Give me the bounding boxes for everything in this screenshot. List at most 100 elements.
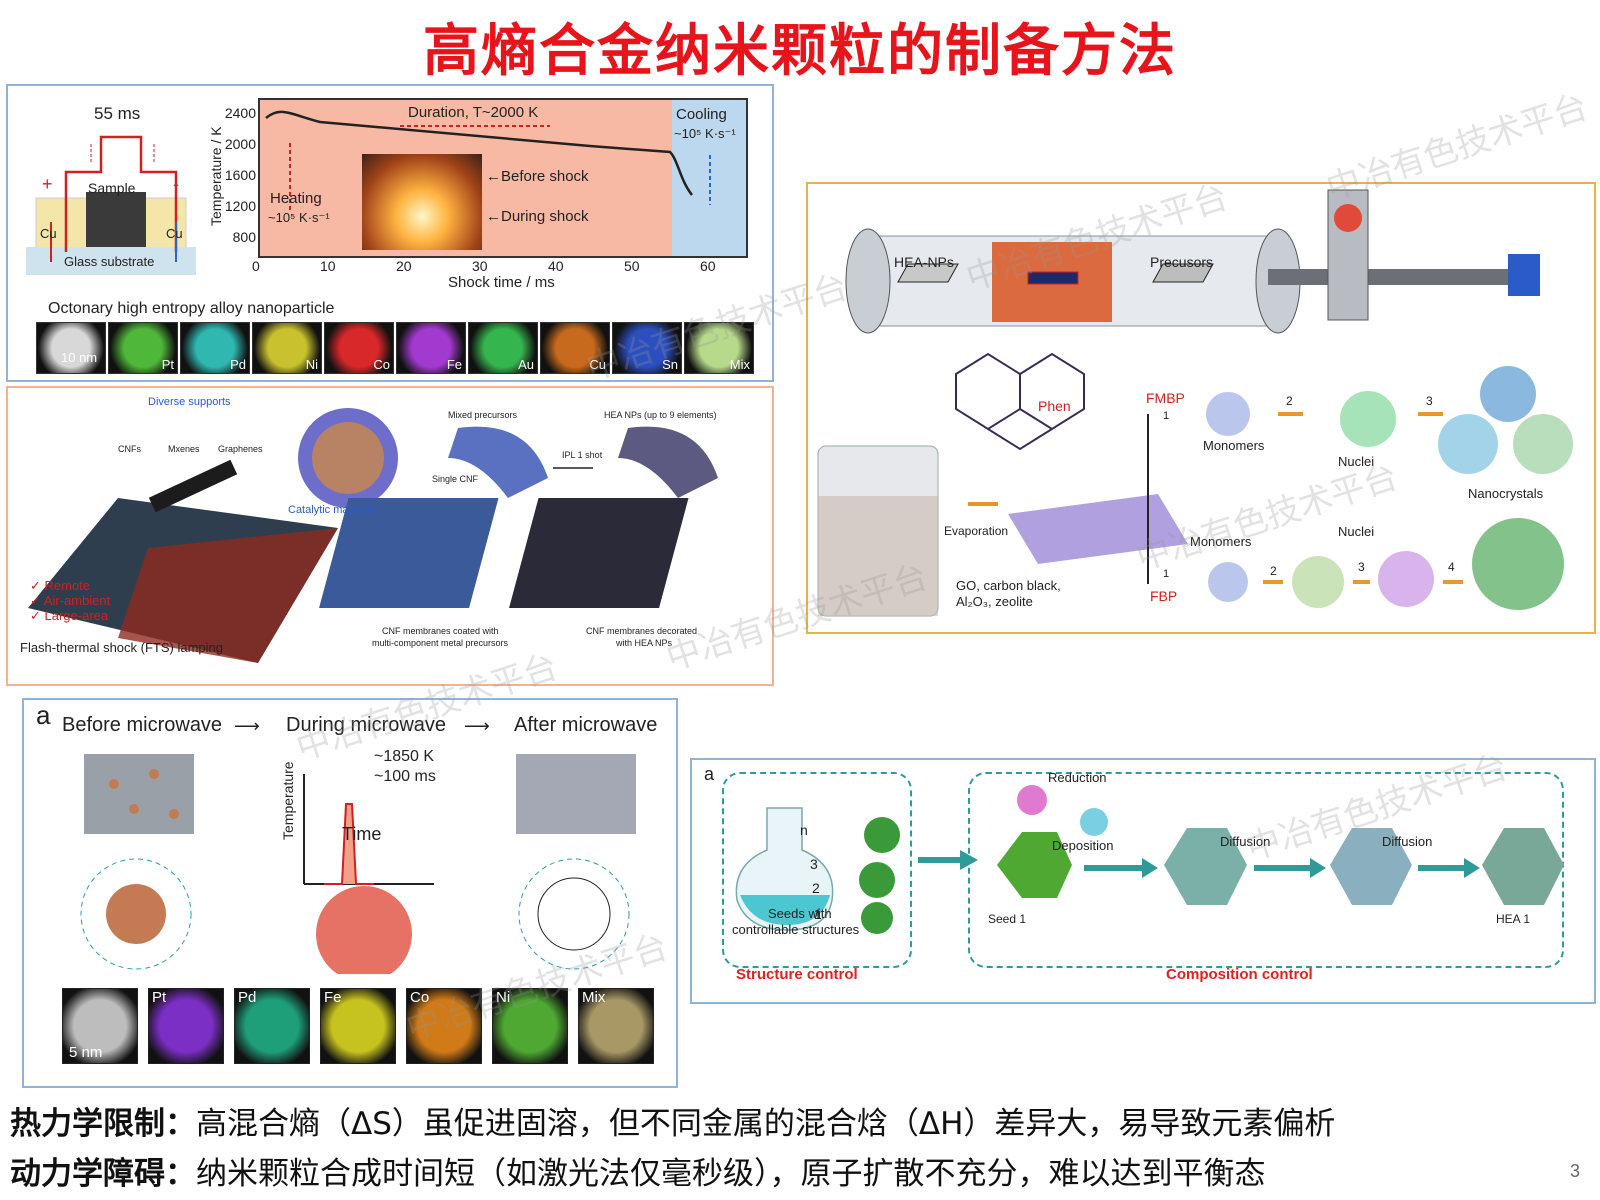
x-axis-label: Shock time / ms xyxy=(448,274,555,291)
y-tick: 2400 xyxy=(224,105,256,121)
x-tick: 20 xyxy=(396,258,412,274)
minus-label: - xyxy=(173,174,179,194)
supports-label-2: Al₂O₃, zeolite xyxy=(956,594,1033,609)
arrow-icon: ⟶ xyxy=(464,716,490,736)
cnf-coated-label: CNF membranes coated with xyxy=(382,626,499,636)
map-label: Co xyxy=(410,989,430,1006)
pulse-duration-label: ~100 ms xyxy=(374,768,436,785)
y-tick: 800 xyxy=(232,229,256,245)
page-number: 3 xyxy=(1569,1161,1580,1181)
eds-map: Co xyxy=(406,988,482,1064)
remote-label: ✓ Remote xyxy=(30,578,91,593)
thermodynamic-text: 高混合熵（ΔS）虽促进固溶，但不同金属的混合焓（ΔH）差异大，易导致元素偏析 xyxy=(196,1106,1336,1142)
cooling-label: Cooling xyxy=(676,106,727,123)
x-tick: 30 xyxy=(472,258,488,274)
map-tile: Ni xyxy=(252,322,322,374)
seed1-label: Seed 1 xyxy=(988,912,1027,926)
panel-label-a: a xyxy=(704,764,715,784)
eds-map-row: 10 nm Pt Pd Ni Co Fe Au Cu Sn Mix xyxy=(36,322,756,374)
tube-illustration xyxy=(817,189,1573,617)
after-microwave-label: After microwave xyxy=(514,714,658,736)
cnf-coated-label-2: multi-component metal precursors xyxy=(372,638,509,648)
eds-map: Ni xyxy=(492,988,568,1064)
map-label: Pt xyxy=(152,989,167,1006)
pulse-duration-label: 55 ms xyxy=(94,104,141,123)
reduction-label: Reduction xyxy=(1048,770,1107,785)
scale-label: 10 nm xyxy=(61,350,98,365)
substrate-label: Glass substrate xyxy=(64,254,155,269)
thermodynamic-limit-line: 热力学限制：高混合熵（ΔS）虽促进固溶，但不同金属的混合焓（ΔH）差异大，易导致… xyxy=(10,1098,1335,1143)
x-tick: 40 xyxy=(548,258,564,274)
map-label: Ni xyxy=(305,357,318,372)
diffusion-label: Diffusion xyxy=(1382,834,1433,849)
monomers-label: Monomers xyxy=(1190,534,1252,549)
panel-label-a: a xyxy=(36,700,51,730)
map-label: Ni xyxy=(496,989,511,1006)
x-tick: 60 xyxy=(700,258,716,274)
joule-heating-schematic xyxy=(26,135,196,275)
octonary-label: Octonary high entropy alloy nanoparticle xyxy=(48,300,335,317)
thermal-shock-panel: 55 ms Sample + - Cu Cu Glass substrate D… xyxy=(6,84,774,382)
y-tick: 1600 xyxy=(224,167,256,183)
cu-right-label: Cu xyxy=(166,226,183,241)
composition-control-box xyxy=(968,772,1564,968)
map-tile: Fe xyxy=(396,322,466,374)
seed-growth-panel: a n 3 2 1 Seeds with controllable struct… xyxy=(690,758,1596,1004)
kinetic-heading: 动力学障碍： xyxy=(10,1156,196,1192)
step-label: 1 xyxy=(1163,410,1170,422)
fbp-label: FBP xyxy=(1150,588,1178,604)
seeds-label: Seeds with xyxy=(768,906,832,921)
deposition-label: Deposition xyxy=(1052,838,1114,853)
composition-control-label: Composition control xyxy=(1166,966,1313,983)
map-tile: Sn xyxy=(612,322,682,374)
seeds-label-2: controllable structures xyxy=(732,922,860,937)
precursors-label: Precusors xyxy=(1150,254,1214,270)
cooling-rate-label: ~10⁵ K·s⁻¹ xyxy=(674,126,736,141)
step-n-label: n xyxy=(800,822,808,838)
cnfs-label: CNFs xyxy=(118,444,141,454)
shock-photo xyxy=(362,154,482,250)
fts-label: Flash-thermal shock (FTS) lamping xyxy=(20,640,223,655)
mixed-precursors-label: Mixed precursors xyxy=(448,410,518,420)
heating-rate-label: ~10⁵ K·s⁻¹ xyxy=(268,210,330,225)
scale-label: 5 nm xyxy=(69,1044,103,1061)
map-label: Cu xyxy=(589,357,606,372)
during-shock-label: ←During shock xyxy=(486,208,589,225)
step-2-label: 2 xyxy=(812,880,820,896)
sample-label: Sample xyxy=(88,180,136,196)
map-label: Pd xyxy=(238,989,257,1006)
arrow-icon: ⟶ xyxy=(234,716,260,736)
fmbp-label: FMBP xyxy=(1146,390,1185,406)
map-label: Fe xyxy=(324,989,342,1006)
map-tile: Co xyxy=(324,322,394,374)
x-tick: 0 xyxy=(252,258,260,274)
microwave-illustration xyxy=(80,754,636,974)
hea-nps-label: HEA-NPs xyxy=(894,254,954,270)
step-label: 3 xyxy=(1358,560,1365,574)
fts-illustration xyxy=(28,408,718,663)
peak-temperature-label: ~1850 K xyxy=(374,748,435,765)
map-tile: Au xyxy=(468,322,538,374)
cu-left-label: Cu xyxy=(40,226,57,241)
map-label: Au xyxy=(518,357,534,372)
y-tick: 1200 xyxy=(224,198,256,214)
map-label: Co xyxy=(373,357,390,372)
kinetic-text: 纳米颗粒合成时间短（如激光法仅毫秒级），原子扩散不充分，难以达到平衡态 xyxy=(196,1156,1266,1192)
x-ticks: 0 10 20 30 40 50 60 xyxy=(252,258,722,276)
structure-control-label: Structure control xyxy=(736,966,858,983)
thermodynamic-heading: 热力学限制： xyxy=(10,1106,196,1142)
eds-map: Pd xyxy=(234,988,310,1064)
x-tick: 10 xyxy=(320,258,336,274)
diverse-supports-label: Diverse supports xyxy=(148,396,231,408)
temperature-plot: Duration, T~2000 K Heating ~10⁵ K·s⁻¹ Co… xyxy=(258,98,748,258)
duration-label: Duration, T~2000 K xyxy=(408,104,539,121)
plus-label: + xyxy=(42,174,53,194)
mxenes-label: Mxenes xyxy=(168,444,200,454)
map-label: Pd xyxy=(230,357,246,372)
evaporation-label: Evaporation xyxy=(944,524,1009,538)
page-title: 高熵合金纳米颗粒的制备方法 xyxy=(423,19,1177,84)
map-tile: Pt xyxy=(108,322,178,374)
nuclei-label: Nuclei xyxy=(1338,524,1375,539)
supports-label: GO, carbon black, xyxy=(956,578,1061,593)
microwave-panel: a Before microwave ⟶ During microwave ⟶ … xyxy=(22,698,678,1088)
